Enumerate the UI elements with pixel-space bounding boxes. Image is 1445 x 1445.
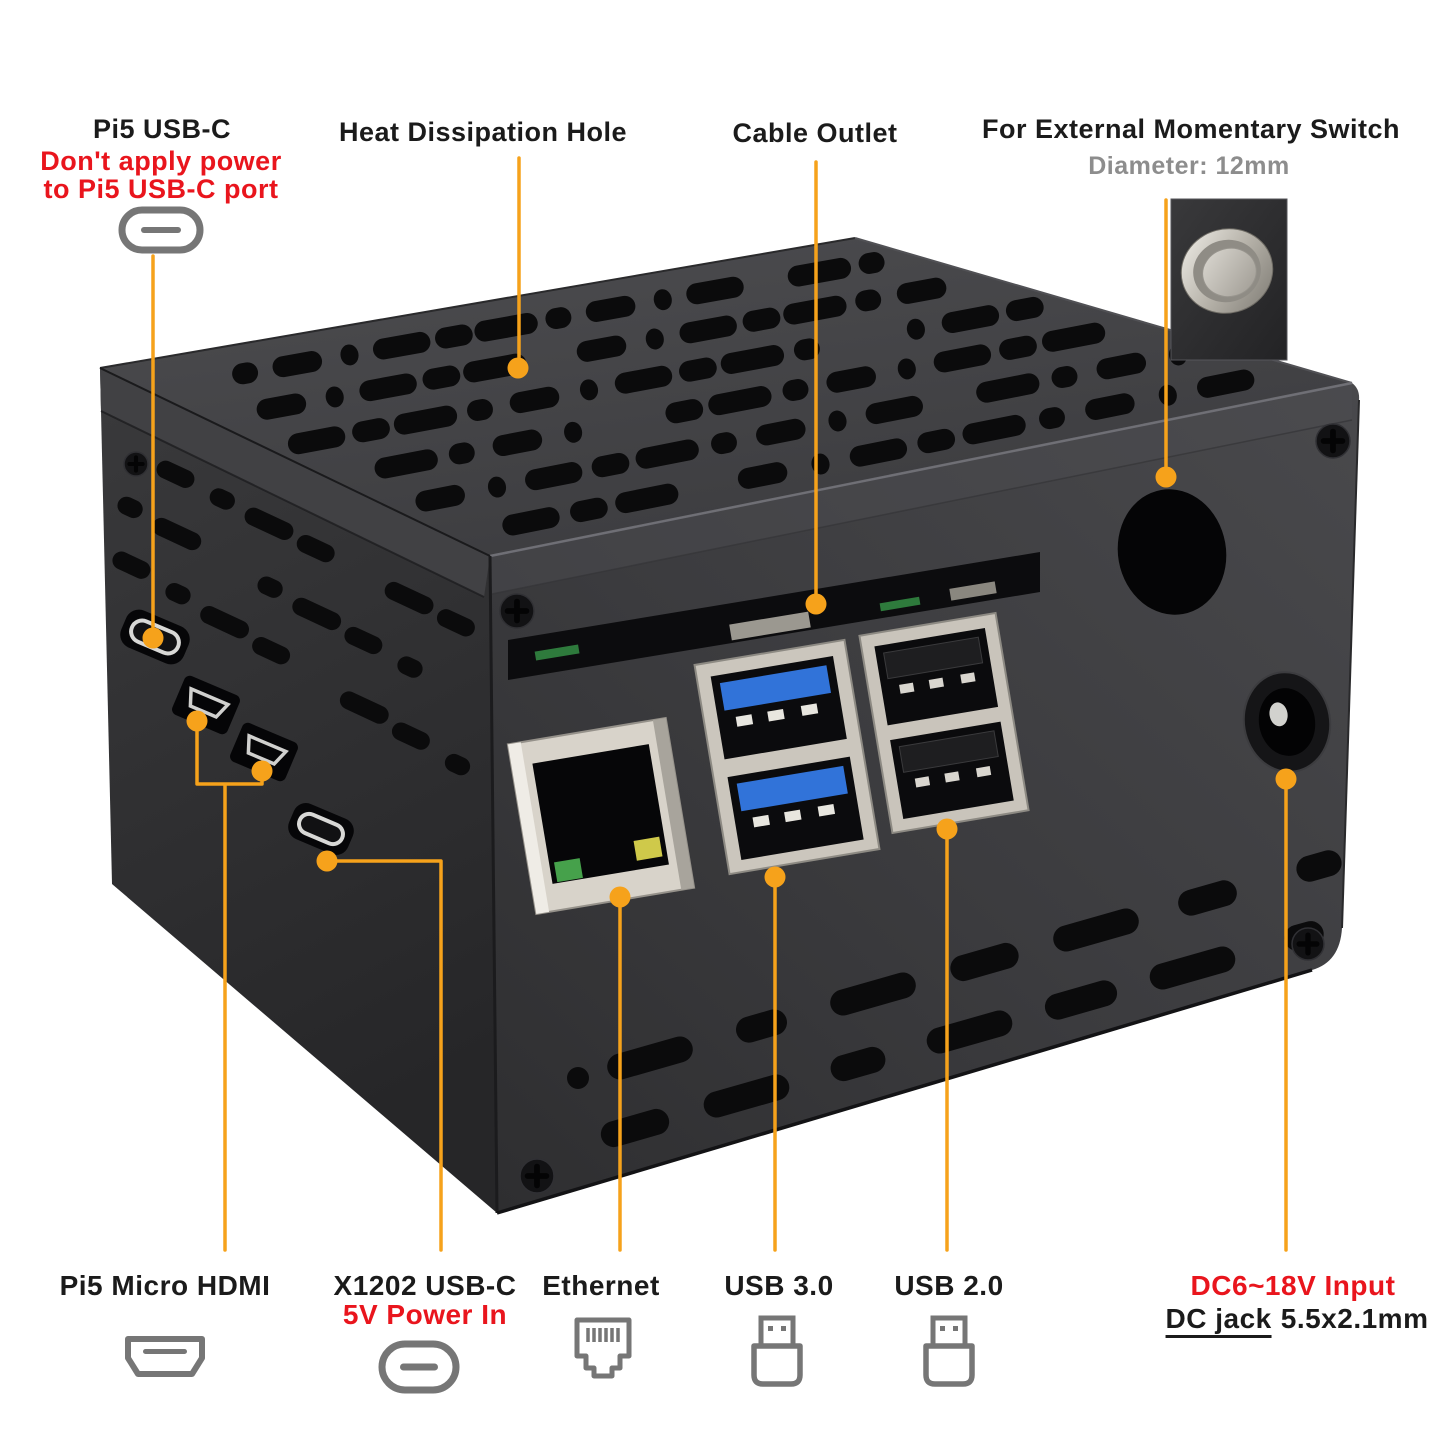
pi5-usbc-warning-line2: to Pi5 USB-C port — [43, 174, 279, 204]
x1202-usbc-port — [288, 803, 354, 855]
leader-dot — [1275, 768, 1297, 790]
momentary-switch-label: For External Momentary Switch — [981, 114, 1401, 144]
usb3-label: USB 3.0 — [724, 1270, 834, 1301]
screw — [1315, 423, 1351, 459]
leader-dot — [142, 627, 164, 649]
dc-input-label: DC6~18V Input — [1190, 1270, 1396, 1301]
case-left-face — [100, 368, 497, 1213]
dc-jack-size: 5.5x2.1mm — [1280, 1303, 1429, 1334]
micro-hdmi-port-2 — [230, 722, 298, 782]
left-face-vents — [112, 460, 475, 776]
usb-plug-icon — [923, 1315, 975, 1387]
leader-dot — [936, 818, 958, 840]
case-screws — [123, 423, 1351, 1194]
ethernet-icon — [574, 1317, 632, 1379]
screw — [499, 593, 535, 629]
leader-dot — [609, 886, 631, 908]
heat-hole-label: Heat Dissipation Hole — [338, 117, 628, 147]
ethernet-label: Ethernet — [542, 1270, 660, 1301]
front-face-vents — [567, 850, 1342, 1148]
cable-outlet-label: Cable Outlet — [732, 118, 898, 148]
lid-bend-front — [490, 383, 1352, 594]
leader-dot — [316, 850, 338, 872]
usb-c-icon — [378, 1340, 460, 1394]
momentary-switch-hole — [1117, 489, 1227, 615]
leader-dots — [142, 357, 1297, 908]
lid-flap-left — [100, 368, 490, 597]
usb-c-icon — [118, 206, 204, 254]
leader-dot — [507, 357, 529, 379]
hdmi-icon — [125, 1336, 205, 1377]
leader-dot — [805, 593, 827, 615]
leader-dot — [764, 866, 786, 888]
heat-dissipation-holes — [232, 252, 1255, 536]
momentary-switch-diameter: Diameter: 12mm — [1088, 152, 1290, 180]
ethernet-port — [506, 716, 696, 916]
leader-x1202-usbc — [328, 859, 443, 1252]
micro-hdmi-label: Pi5 Micro HDMI — [59, 1270, 271, 1301]
pi5-usbc-warning-line1: Don't apply power — [40, 146, 282, 176]
cable-outlet-slot — [508, 552, 1040, 680]
leader-dot — [186, 710, 208, 732]
dc-jack-spec-label: DC jack 5.5x2.1mm — [1165, 1303, 1429, 1338]
screw — [1291, 927, 1325, 961]
x1202-usbc-sub: 5V Power In — [342, 1299, 508, 1330]
leader-dot — [1155, 466, 1177, 488]
pi5-usbc-label: Pi5 USB-C — [92, 114, 232, 144]
usb-plug-icon — [751, 1315, 803, 1387]
leader-dot — [251, 760, 273, 782]
dc-jack — [1242, 671, 1332, 773]
screw — [519, 1158, 555, 1194]
momentary-switch-photo — [1170, 198, 1288, 361]
x1202-usbc-label: X1202 USB-C — [333, 1270, 517, 1301]
usb2-ports — [858, 611, 1030, 835]
usb3-ports — [693, 638, 881, 876]
screw — [123, 451, 149, 477]
usb2-label: USB 2.0 — [894, 1270, 1004, 1301]
dc-jack-name: DC jack — [1165, 1303, 1272, 1338]
